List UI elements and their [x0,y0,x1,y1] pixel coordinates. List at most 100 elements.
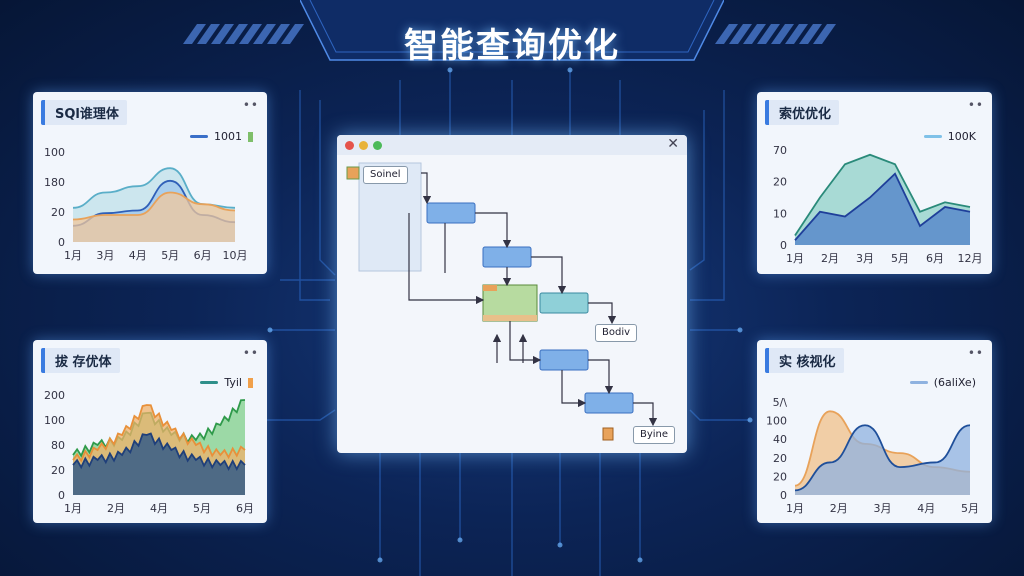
legend: 1001 [190,130,253,143]
flow-edge [509,321,542,365]
x-tick-label: 5月 [961,502,979,515]
node-label-engine: Byine [633,426,676,444]
legend-tail [248,377,253,388]
series-line [794,424,971,492]
series-line [72,432,246,471]
series-line [72,404,246,463]
header-banner [300,0,724,61]
legend-tail [248,131,253,142]
legend-swatch [923,135,942,138]
y-tick-label: 20 [773,452,787,465]
y-tick-label: 180 [44,176,65,189]
x-tick-label: 10月 [223,249,248,262]
panel-title: 实 核视化 [765,348,844,373]
node-label-select: Soinel [363,166,408,184]
more-icon[interactable]: •• [242,346,259,360]
y-tick-label: 0 [58,236,65,249]
node-label-body: Bodiv [595,324,638,342]
x-tick-label: 1月 [64,249,82,262]
y-tick-label: 100 [766,415,787,428]
x-tick-label: 2月 [821,252,839,265]
x-tick-label: 2月 [830,502,848,515]
table-icon-header [483,285,497,291]
series-line [794,153,971,236]
file-icon [602,427,614,441]
x-tick-label: 6月 [926,252,944,265]
flow-diagram [346,162,658,441]
window-titlebar: ✕ [337,135,687,155]
flow-edge [531,256,567,295]
series-area [795,425,970,495]
series-line [72,191,236,221]
x-tick-label: 5月 [161,249,179,262]
flow-node[interactable] [584,392,634,414]
flow-edge [633,402,658,427]
x-tick-label: 3月 [874,502,892,515]
y-tick-label: 70 [773,144,787,157]
window-dot-icon[interactable] [359,141,368,150]
flow-edge [561,370,587,408]
y-tick-label: 100 [44,146,65,159]
window-dot-icon[interactable] [373,141,382,150]
series-area [73,192,235,242]
y-tick-label: 20 [773,470,787,483]
x-tick-label: 12月 [958,252,983,265]
legend-swatch [190,135,208,138]
page-title: 智能查询优化 [404,26,620,66]
y-tick-label: 20 [51,206,65,219]
x-tick-label: 2月 [107,502,125,515]
x-tick-label: 1月 [786,252,804,265]
y-tick-label: 20 [773,176,787,189]
y-tick-label: 0 [58,489,65,502]
legend-label: (6aliXe) [933,376,976,389]
x-tick-label: 4月 [129,249,147,262]
x-tick-label: 3月 [856,252,874,265]
series-area [795,173,970,245]
table-icon-footer [483,315,537,321]
series-line [794,172,971,241]
legend: Tyil [200,376,253,389]
legend: (6aliXe) [909,376,976,389]
legend-swatch [909,381,928,384]
x-tick-label: 4月 [917,502,935,515]
y-tick-label: 5/\ [773,396,788,409]
y-tick-label: 40 [773,433,787,446]
query-plan-window: ✕ [337,135,687,453]
flow-node[interactable] [539,349,589,371]
more-icon[interactable]: •• [967,346,984,360]
flow-edge [408,213,485,305]
window-dot-icon[interactable] [345,141,354,150]
y-tick-label: 20 [51,464,65,477]
panel-title: SQl谁理体 [41,100,127,125]
x-tick-label: 5月 [193,502,211,515]
y-tick-label: 100 [44,414,65,427]
flow-edge [588,302,617,325]
more-icon[interactable]: •• [242,98,259,112]
y-tick-label: 10 [773,207,787,220]
y-tick-label: 80 [51,439,65,452]
panel-title: 索优优化 [765,100,840,125]
close-icon[interactable]: ✕ [667,136,679,152]
y-tick-label: 200 [44,389,65,402]
series-area [73,433,245,495]
select-icon [346,166,360,180]
legend-label: 100K [947,130,976,143]
legend-label: Tyil [224,376,242,389]
flow-edge [588,359,614,395]
more-icon[interactable]: •• [967,98,984,112]
flow-edge [421,172,432,205]
flow-node[interactable] [426,202,476,224]
flow-node[interactable] [482,246,532,268]
x-tick-label: 1月 [786,502,804,515]
legend-label: 1001 [214,130,242,143]
x-tick-label: 6月 [236,502,254,515]
flow-node[interactable] [539,292,589,314]
